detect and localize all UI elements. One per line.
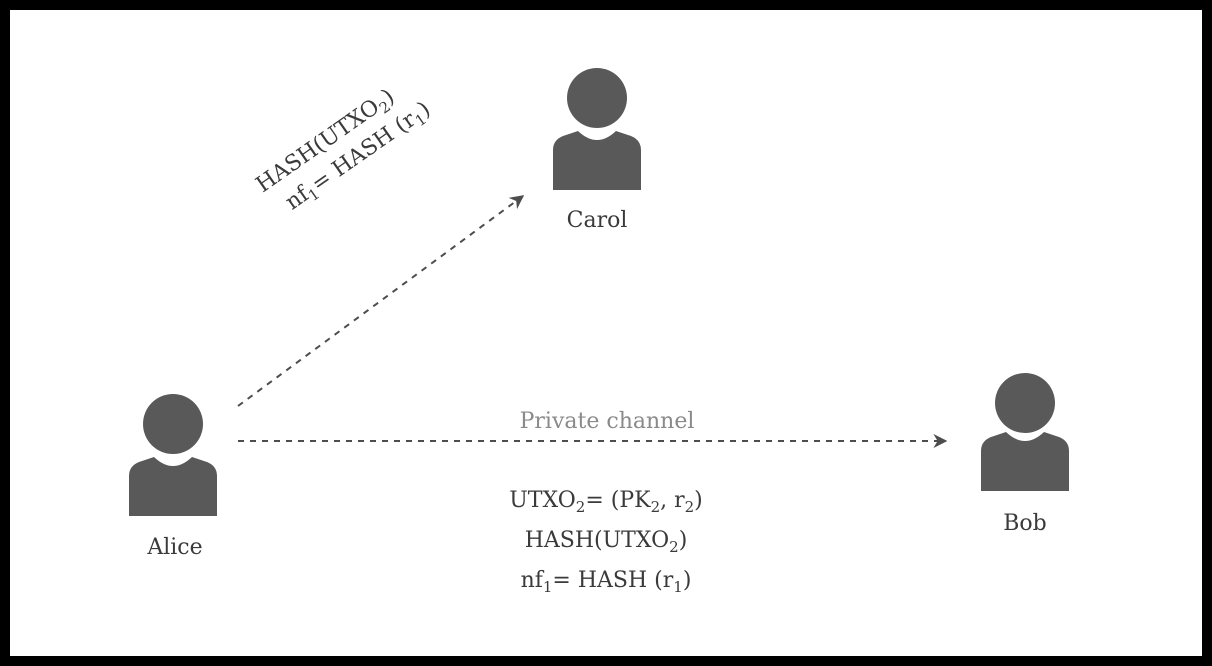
person-icon-carol: [553, 68, 641, 190]
alice-label: Alice: [147, 535, 203, 560]
diagram-canvas: Carol Alice Bob HASH(UTXO2) nf1= HASH (r…: [10, 10, 1202, 656]
arrow-alice-to-carol: [237, 195, 525, 407]
private-channel-label: Private channel: [519, 409, 695, 434]
person-icon-alice: [129, 394, 217, 516]
bob-message-line-1: UTXO2= (PK2, r2): [509, 488, 703, 516]
carol-label: Carol: [566, 208, 628, 233]
person-icon-bob: [981, 373, 1069, 491]
diagram-svg: [129, 68, 1069, 516]
bob-message-line-3: nf1= HASH (r1): [520, 568, 692, 596]
bob-label: Bob: [1003, 511, 1047, 536]
bob-message-line-2: HASH(UTXO2): [524, 528, 688, 556]
